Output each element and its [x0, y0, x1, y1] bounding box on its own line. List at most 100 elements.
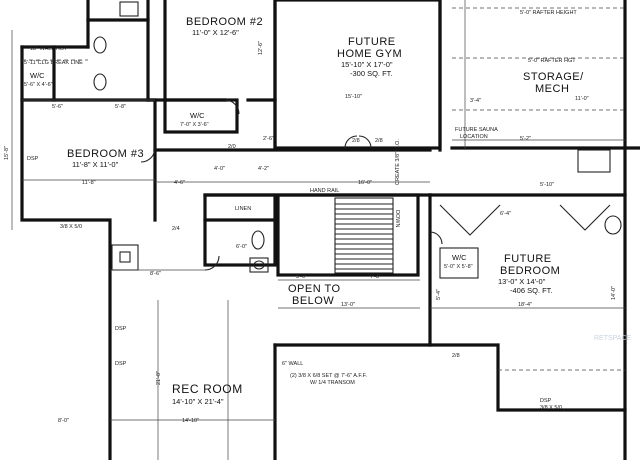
note-future-sauna-loc: LOCATION [460, 134, 488, 140]
stair-treads [334, 197, 394, 274]
storage-name1: STORAGE/ [523, 71, 584, 83]
bedroom3-size: 11'-8" X 11'-0" [72, 160, 119, 169]
note-dsp: DSP [27, 156, 39, 162]
note-down: DOWN [394, 210, 400, 227]
gym-area: -300 SQ. FT. [350, 69, 393, 78]
sink-icon [93, 73, 107, 91]
toilet-icon [251, 230, 265, 250]
future-bedroom-size: 13'-0" X 14'-0" [498, 277, 546, 286]
dim-4-6: 4'-6" [174, 180, 185, 186]
watermark-text: RETSPACE [594, 335, 632, 342]
sink-icon [253, 260, 265, 270]
wic-left-name: W/C [30, 71, 45, 80]
future-bedroom-name2: BEDROOM [500, 265, 560, 277]
note-rafter-height: 5'-0" RAFTER HEIGHT [520, 10, 577, 16]
vanity-icon [249, 257, 269, 273]
tub-icon [119, 1, 139, 17]
wall-future-bedroom [428, 193, 627, 412]
dim-15-10: 15'-10" [345, 94, 362, 100]
note-transom: (2) 3/8 X 6/8 SET @ 7'-6" A.F.F. [290, 373, 367, 379]
room-labels: BEDROOM #2 11'-0" X 12'-6" FUTURE HOME G… [24, 16, 584, 406]
door-swing-icon [224, 99, 240, 115]
note-break-line: 5'-11"CLG BREAK LINE [24, 60, 83, 66]
note-dsp-rec: DSP [115, 326, 127, 332]
rec-room-name: REC ROOM [172, 382, 243, 396]
wall-wic-mid [163, 98, 239, 134]
wic-right-name: W/C [452, 253, 467, 262]
dim-8-6: 8'-6" [150, 271, 161, 277]
bedroom3-name: BEDROOM #3 [67, 148, 144, 160]
gym-name2: HOME GYM [337, 48, 402, 60]
gym-size: 15'-10" X 17'-0" [341, 60, 393, 69]
linen-name: LINEN [235, 206, 251, 212]
wic-right-outline [439, 247, 479, 279]
future-bedroom-area: -406 SQ. FT. [510, 286, 553, 295]
note-transom2: W/ 1/4 TRANSOM [310, 380, 355, 386]
door-swing-icon [358, 135, 372, 149]
dim-11-0: 11'-0" [575, 96, 589, 102]
dim-4-0: 4'-0" [214, 166, 225, 172]
dimension-lines [11, 0, 625, 460]
dim-16-0: 16'-0" [358, 180, 372, 186]
water-heater-icon [577, 149, 611, 173]
dim-6-4: 6'-4" [500, 211, 511, 217]
dim-14-0: 14'-0" [611, 286, 617, 300]
note-hand-rail: HAND RAIL [310, 188, 339, 194]
dim-door-2-4: 2/4 [172, 226, 180, 232]
dim-5-0: 5'-0" [296, 274, 307, 280]
dim-13-0: 13'-0" [341, 302, 355, 308]
open-below-line1: OPEN TO [288, 283, 341, 295]
dim-14-10: 14'-10" [182, 418, 199, 424]
dim-5-8: 5'-8" [115, 104, 126, 110]
note-wall-hgt: 18" WALL HGT [30, 46, 68, 52]
wic-mid-size: 7'-0" X 3'-6" [180, 122, 209, 128]
notes: 5'-0" RAFTER HEIGHT 5'-0" RAFTER HGT HAN… [24, 10, 577, 411]
door-swing-icon [204, 255, 220, 271]
open-below-line2: BELOW [292, 295, 334, 307]
note-window-2: 3/8 X 5/0 [540, 405, 562, 411]
wall-stair-opening [276, 193, 420, 277]
note-six-wall: 6" WALL [282, 361, 303, 367]
dim-5-6: 5'-6" [52, 104, 63, 110]
note-rafter-hgt: 5'-0" RAFTER HGT [528, 58, 576, 64]
door-swing-icon [429, 231, 443, 245]
dim-door-2-8: 2/8 [352, 138, 360, 144]
toilet-icon [604, 215, 622, 235]
door-swing-icon [344, 135, 358, 149]
dim-8-0: 8'-0" [58, 418, 69, 424]
bedroom2-name: BEDROOM #2 [186, 16, 263, 28]
wic-left-size: 5'-6" X 4'-6" [24, 82, 53, 88]
dim-3-4: 3'-4" [470, 98, 481, 104]
sink-icon [93, 36, 107, 54]
dim-2-6: 2'-6" [263, 136, 274, 142]
note-window: 3/8 X 5/0 [60, 224, 82, 230]
wet-bar-icon [111, 244, 139, 271]
wall-west [20, 45, 112, 460]
gym-name1: FUTURE [348, 36, 396, 48]
dim-12-6: 12'-6" [258, 41, 264, 55]
rec-room-size: 14'-10" X 21'-4" [172, 397, 224, 406]
dim-7-8: 7'-8" [370, 274, 381, 280]
dim-5-10: 5'-10" [540, 182, 554, 188]
note-dsp-bed: DSP [540, 398, 552, 404]
note-create-co: CREATE 3/8" C.O. [395, 139, 401, 185]
dim-door-2-0: 2/0 [228, 144, 236, 150]
dim-5-2: 5'-2" [520, 136, 531, 142]
wall-bath-lower [203, 193, 277, 267]
walls [20, 0, 640, 460]
dim-11-8: 11'-8" [82, 180, 96, 186]
dim-4-2: 4'-2" [258, 166, 269, 172]
dim-21-8: 21'-8" [156, 371, 162, 385]
stair-run [334, 197, 394, 274]
dim-5-4: 5'-4" [436, 289, 442, 300]
dimension-labels: 5'-6" 5'-8" 11'-8" 4'-6" 4'-0" 4'-2" 16'… [4, 41, 617, 424]
wic-right-size: 5'-0" X 5'-8" [444, 264, 473, 270]
future-bedroom-name1: FUTURE [504, 253, 552, 265]
dim-door-2-8b: 2/8 [375, 138, 383, 144]
dim-6-0: 6'-0" [236, 244, 247, 250]
door-swing-icon [140, 147, 156, 163]
bar-sink-icon [119, 251, 131, 263]
storage-name2: MECH [535, 83, 569, 95]
